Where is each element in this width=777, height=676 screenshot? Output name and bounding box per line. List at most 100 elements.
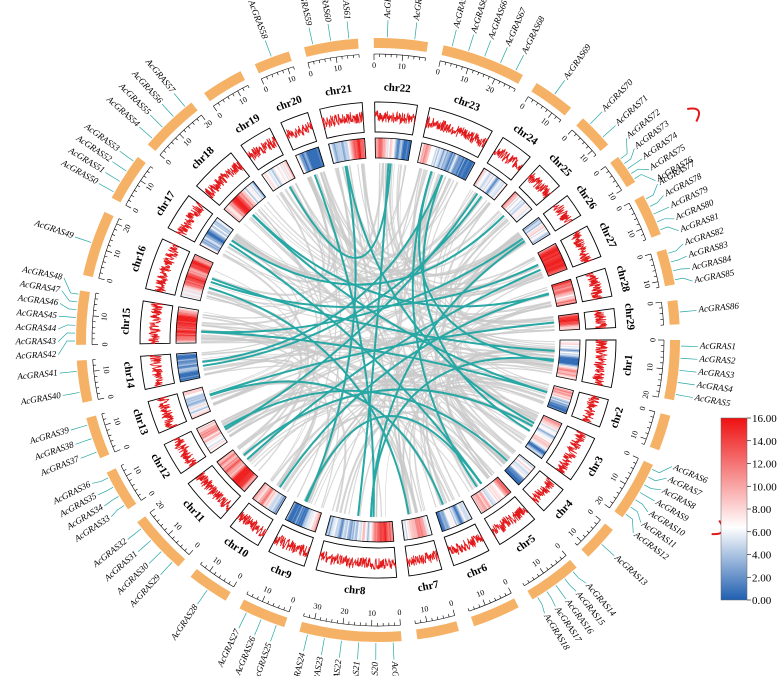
heatmap-cell	[544, 259, 564, 269]
scale-tick	[513, 88, 516, 92]
scale-tick-label: 0	[435, 67, 441, 77]
heatmap-cell	[184, 279, 205, 287]
heatmap-cell	[527, 442, 546, 455]
scale-tick	[320, 617, 322, 621]
chromosome-label: chr23	[452, 93, 482, 114]
scale-tick	[438, 60, 441, 67]
heatmap-cell	[539, 423, 558, 434]
gene-connector	[75, 438, 92, 445]
heatmap-cell	[183, 283, 204, 291]
heatmap-cell	[261, 488, 275, 507]
chromosome-ideogram	[76, 290, 90, 345]
chromosome-label: chr6	[465, 561, 490, 581]
heatmap-cell	[559, 355, 580, 360]
heatmap-cell	[181, 291, 202, 298]
heatmap-cell	[422, 516, 429, 536]
heatmap-cell	[506, 468, 522, 484]
gene-connector	[254, 619, 262, 636]
heatmap-cell	[234, 467, 250, 483]
scale-tick-label: 10	[286, 74, 296, 85]
heatmap-cell	[551, 280, 572, 288]
gene-label: AcGRAS69	[561, 42, 594, 82]
heatmap-cell	[540, 249, 560, 260]
heatmap-cell	[176, 320, 197, 324]
heatmap-cell	[357, 138, 361, 159]
heatmap-cell	[426, 145, 434, 165]
heatmap-cell	[541, 418, 561, 429]
heatmap-cell	[545, 261, 565, 271]
heatmap-cell	[359, 521, 363, 542]
heatmap-cell	[223, 456, 240, 471]
heatmap-cell	[193, 256, 213, 266]
heatmap-cell	[224, 208, 241, 223]
scale-tick	[478, 604, 481, 608]
heatmap-cell	[225, 459, 242, 474]
heatmap-cell	[308, 510, 317, 530]
heatmap-cell	[538, 424, 557, 436]
chromosome-label: chr20	[274, 93, 304, 114]
segmental-link	[201, 237, 524, 334]
scale-tick	[266, 76, 268, 80]
gene-connector	[674, 277, 693, 282]
heatmap-cell	[177, 310, 198, 315]
heatmap-cell	[295, 506, 305, 525]
heatmap-cell	[548, 401, 569, 410]
heatmap-cell	[513, 205, 530, 220]
heatmap-cell	[413, 518, 419, 539]
heatmap-cell	[559, 346, 580, 350]
heatmap-cell	[264, 490, 278, 509]
heatmap-cell	[547, 404, 567, 413]
heatmap-cell	[558, 363, 579, 369]
scale-axis	[643, 411, 656, 445]
scale-axis	[657, 339, 665, 398]
scale-tick	[586, 530, 590, 534]
scale-tick-label: 10	[459, 74, 469, 85]
heatmap-cell	[204, 234, 223, 247]
colorbar-tick-label: 14.00	[752, 436, 777, 448]
heatmap-cell	[178, 307, 199, 313]
heatmap-cell	[202, 430, 221, 442]
heatmap-cell	[451, 505, 461, 525]
heatmap-frame	[504, 453, 536, 486]
heatmap-cell	[198, 423, 218, 435]
heatmap-cell	[337, 518, 343, 539]
heatmap-cell	[273, 495, 286, 514]
heatmap-cell	[190, 262, 211, 272]
scale-tick-label: 10	[101, 365, 111, 374]
heatmap-cell	[529, 228, 548, 241]
heatmap-cell	[176, 331, 197, 334]
heatmap-cell	[241, 474, 257, 490]
heatmap-cell	[361, 521, 365, 542]
scale-tick	[508, 587, 512, 594]
background-link	[310, 361, 554, 505]
heatmap-cell	[328, 516, 336, 537]
heatmap-cell	[182, 288, 202, 296]
heatmap-cell	[313, 512, 322, 533]
heatmap-cell	[385, 138, 388, 159]
scale-tick-label: 0	[648, 338, 657, 342]
heatmap-cell	[536, 427, 556, 439]
heatmap-cell	[304, 509, 314, 529]
scale-tick-label: 10	[608, 472, 620, 483]
heatmap-cell	[506, 196, 522, 213]
heatmap-cell	[204, 433, 223, 445]
gene-connector	[602, 125, 616, 138]
density-line	[553, 204, 573, 225]
segmental-link	[231, 214, 505, 286]
heatmap-cell	[209, 440, 228, 454]
scale-tick	[246, 591, 249, 595]
heatmap-cell	[416, 517, 423, 538]
scale-axis	[373, 53, 426, 59]
scale-tick	[531, 99, 534, 103]
heatmap-cell	[556, 372, 577, 379]
gene-connector	[59, 303, 77, 311]
scale-tick	[487, 76, 490, 80]
density-line	[406, 550, 440, 568]
heatmap-cell	[191, 410, 211, 420]
heatmap-frame	[435, 500, 473, 533]
scale-tick	[120, 464, 124, 466]
heatmap-cell	[508, 465, 525, 481]
scale-tick	[545, 109, 548, 113]
scale-tick-label: 0	[638, 405, 648, 411]
